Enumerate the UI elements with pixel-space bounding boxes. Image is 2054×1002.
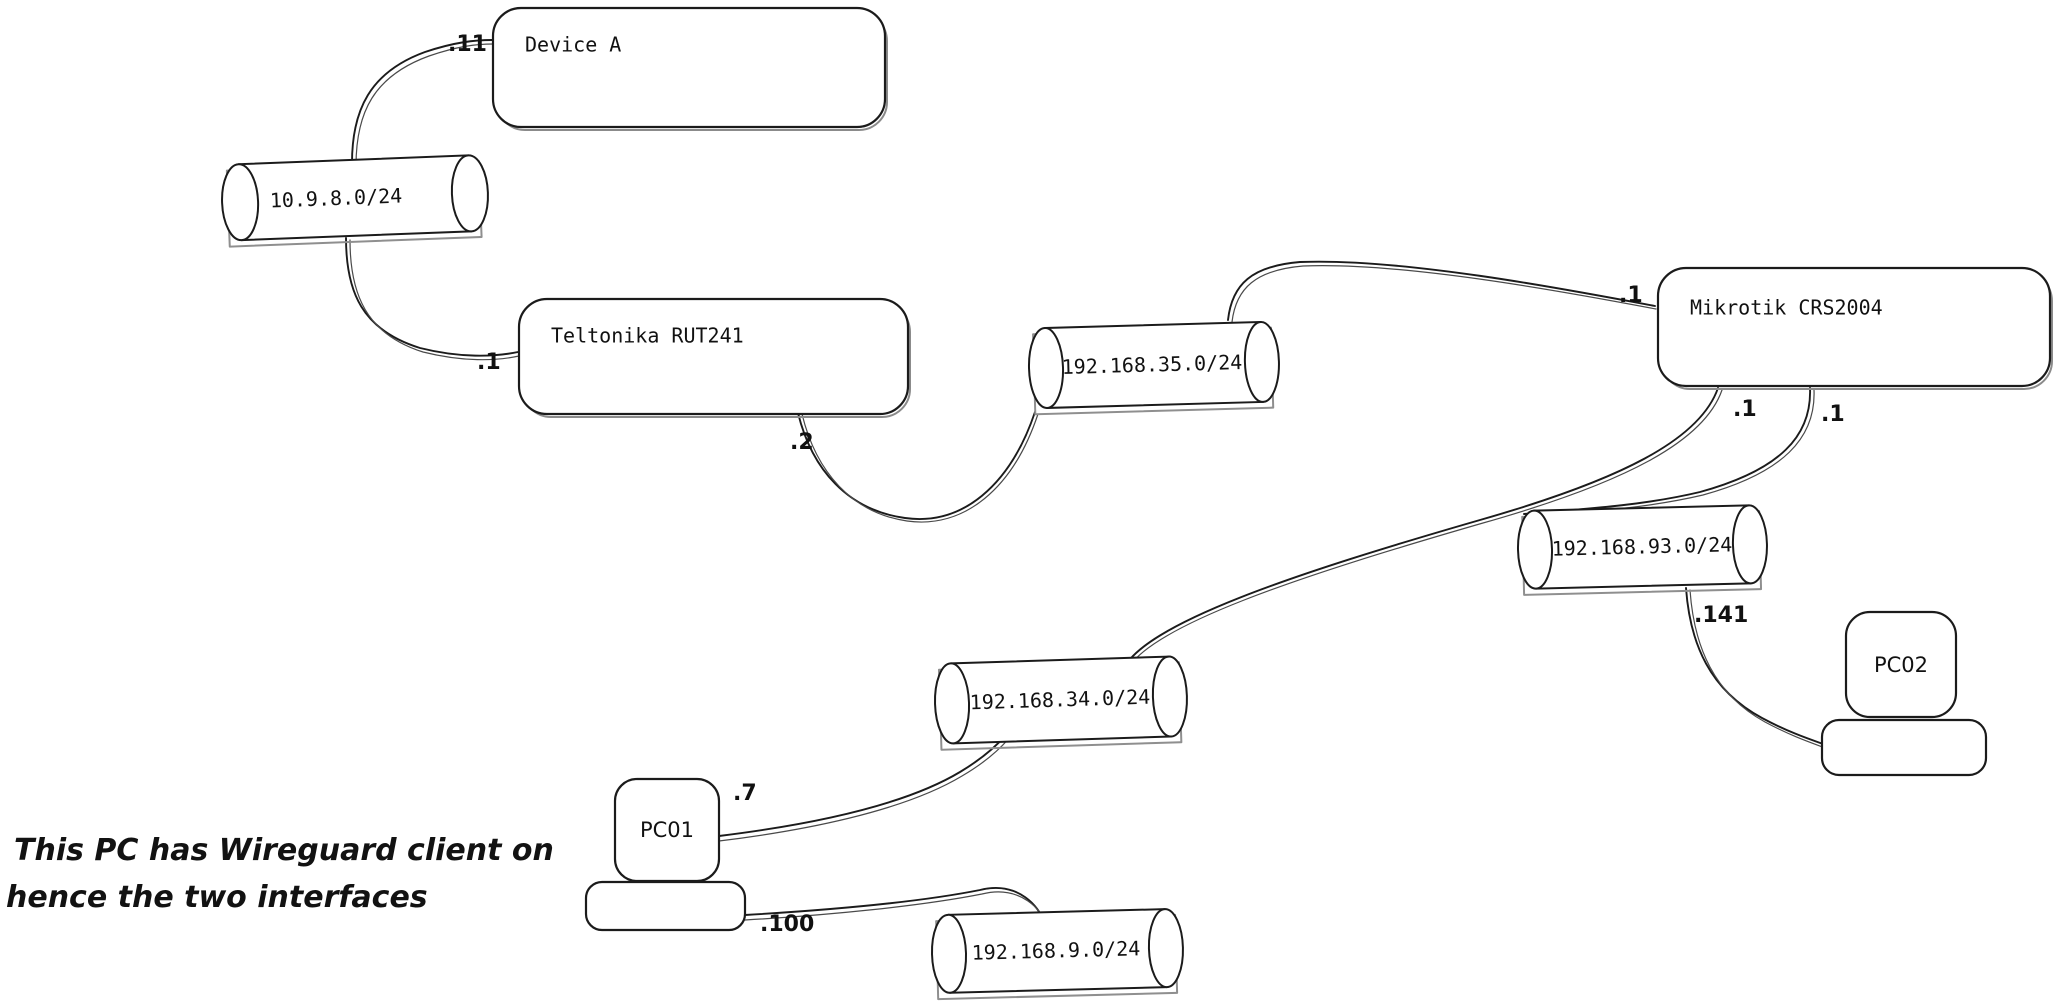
edge-net1098-devicea[interactable]	[351, 39, 494, 167]
edge-label-pc01-100: .100	[760, 912, 814, 937]
edge-mikrotik-net34[interactable]	[1121, 387, 1723, 675]
teltonika-box[interactable]	[517, 297, 910, 416]
edge-net35-mikrotik[interactable]	[1227, 260, 1657, 323]
pc01-base[interactable]	[584, 880, 747, 932]
edge-label-pc02-141: .141	[1694, 603, 1748, 628]
device-a-label: Device A	[525, 33, 621, 57]
network-net-192-168-93[interactable]: 192.168.93.0/24	[1516, 504, 1768, 596]
edge-label-mikrotik-net93-1: .1	[1821, 402, 1845, 427]
edge-pc01base-net9[interactable]	[744, 887, 1046, 923]
net-192-168-35-label: 192.168.35.0/24	[1061, 350, 1242, 379]
edge-net1098-teltonika[interactable]	[345, 237, 520, 361]
edge-label-mikrotik-net34-1: .1	[1733, 397, 1757, 422]
wireguard-note: This PC has Wireguard client on hence th…	[6, 833, 554, 915]
wireguard-note-line1: This PC has Wireguard client on	[14, 833, 554, 868]
network-net-192-168-35[interactable]: 192.168.35.0/24	[1027, 320, 1280, 416]
node-teltonika[interactable]: Teltonika RUT241	[517, 297, 911, 418]
mikrotik-box[interactable]	[1656, 266, 2052, 388]
edge-layer	[345, 39, 1829, 923]
device-a-box[interactable]	[491, 6, 887, 129]
net-192-168-35-cap-left	[1027, 326, 1065, 409]
node-pc02[interactable]: PC02	[1820, 610, 1988, 777]
teltonika-label: Teltonika RUT241	[551, 324, 744, 348]
edge-mikrotik-net93[interactable]	[1523, 387, 1815, 518]
net-192-168-93-cap-left	[1516, 509, 1554, 590]
pc01-label: PC01	[640, 818, 694, 842]
pc02-label: PC02	[1874, 653, 1928, 677]
edge-label-layer: .11 .1 .2 .1 .1 .1 .141 .7 .100	[448, 32, 1845, 937]
wireguard-note-line2: hence the two interfaces	[6, 880, 428, 915]
pc02-base[interactable]	[1820, 718, 1988, 777]
edge-label-device-a-11: .11	[448, 32, 487, 57]
edge-teltonika-net35[interactable]	[797, 411, 1039, 523]
edge-label-teltonika-1: .1	[477, 350, 501, 375]
edge-label-mikrotik-net35-1: .1	[1619, 283, 1643, 308]
mikrotik-label: Mikrotik CRS2004	[1690, 296, 1883, 320]
network-net-10-9-8[interactable]: 10.9.8.0/24	[221, 154, 490, 248]
edge-label-teltonika-2: .2	[790, 430, 814, 455]
net-192-168-34-label: 192.168.34.0/24	[969, 685, 1150, 715]
edge-net93-pc02[interactable]	[1685, 587, 1829, 750]
pc02-screen[interactable]	[1844, 610, 1958, 719]
net-192-168-9-label: 192.168.9.0/24	[971, 936, 1140, 964]
net-10-9-8-cap-right	[450, 154, 489, 233]
net-192-168-93-label: 192.168.93.0/24	[1551, 532, 1732, 560]
node-device-a[interactable]: Device A	[491, 6, 888, 131]
net-192-168-34-cap-left	[933, 662, 971, 745]
network-net-192-168-9[interactable]: 192.168.9.0/24	[930, 908, 1184, 1001]
net-10-9-8-cap-left	[221, 163, 260, 242]
net-192-168-35-cap-right	[1243, 320, 1280, 403]
net-192-168-9-cap-right	[1147, 908, 1184, 989]
net-192-168-9-cap-left	[930, 913, 968, 994]
network-net-192-168-34[interactable]: 192.168.34.0/24	[933, 655, 1189, 751]
net-10-9-8-label: 10.9.8.0/24	[269, 183, 402, 212]
edge-label-pc01-7: .7	[733, 781, 757, 806]
node-mikrotik[interactable]: Mikrotik CRS2004	[1656, 266, 2053, 390]
net-192-168-93-cap-right	[1731, 504, 1768, 585]
net-192-168-34-cap-right	[1151, 655, 1188, 738]
node-pc01[interactable]: PC01	[584, 777, 747, 932]
